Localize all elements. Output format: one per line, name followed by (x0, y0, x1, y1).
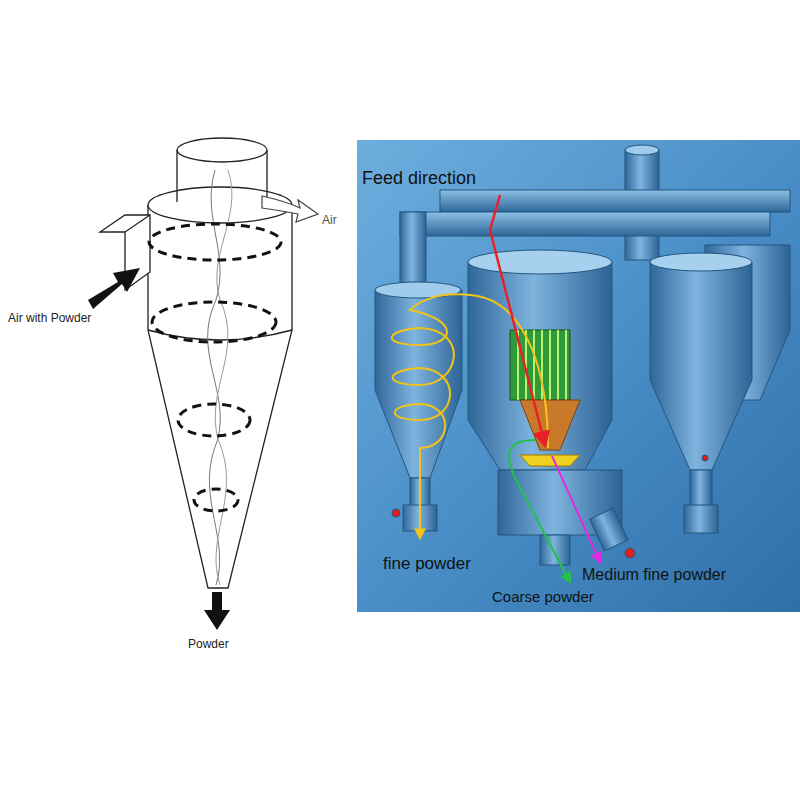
outer-vortex (149, 224, 281, 511)
vortex-core (215, 170, 232, 585)
back-pipe (440, 190, 790, 212)
stack-cap (625, 145, 659, 155)
classifier-machine (375, 145, 790, 565)
vortex-loop (149, 224, 281, 260)
medium-valve (684, 505, 718, 533)
outlet-rim (177, 138, 267, 162)
classifier-top (468, 250, 612, 274)
coarse-flow-line (509, 440, 570, 582)
vortex-loop (152, 302, 276, 342)
caption-label: Feed direction (362, 168, 476, 189)
caption-label: Coarse powder (492, 588, 594, 605)
inlet-arrow (88, 268, 140, 309)
fine-flow-line (392, 294, 548, 538)
grinding-disc (520, 455, 580, 466)
feed-flow-line (490, 195, 545, 445)
air-outlet-arrow (262, 196, 318, 222)
valve-knob (625, 548, 635, 558)
caption-label: Medium fine powder (582, 566, 726, 584)
vortex-loop (194, 489, 238, 511)
front-pipe (400, 212, 770, 236)
flow-lines (392, 195, 600, 582)
classifier-body (468, 262, 612, 470)
medium-cyclone-top (650, 253, 752, 271)
vortex-core (208, 170, 221, 585)
vortex-loop (178, 404, 250, 436)
valve-knob (702, 455, 708, 461)
cyclone-arrows (88, 196, 318, 630)
medium-cyclone (650, 262, 752, 470)
medium-outlet (590, 508, 628, 551)
caption-label: Air with Powder (8, 312, 91, 326)
picture-ground (357, 140, 800, 612)
caption-label: Air (322, 214, 337, 228)
caption-label: fine powder (383, 554, 471, 574)
coarse-outlet (540, 535, 570, 565)
valve-knob (392, 509, 400, 517)
pipe-drop (400, 212, 426, 292)
powder-arrow (204, 592, 230, 630)
medium-flow-line (552, 456, 600, 562)
caption-label: Powder (188, 638, 229, 652)
grinding-cone (520, 400, 580, 450)
